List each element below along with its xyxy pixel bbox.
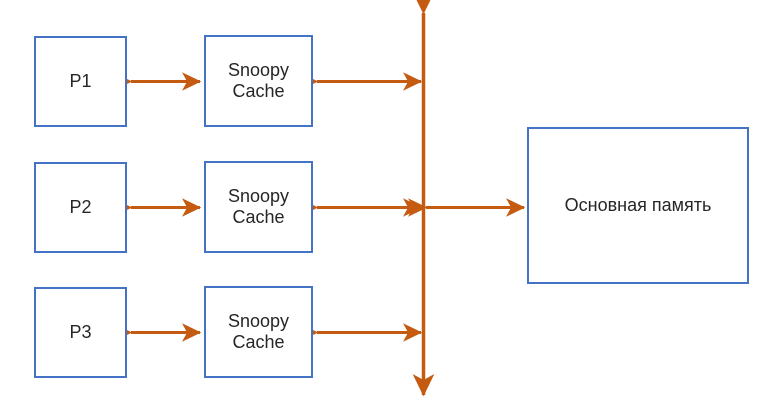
cache-box-2[interactable]: Snoopy Cache: [204, 161, 313, 253]
main-memory-label: Основная память: [564, 194, 712, 215]
cache-box-3[interactable]: Snoopy Cache: [204, 286, 313, 378]
processor-box-p1[interactable]: P1: [34, 36, 127, 127]
processor-label-p3: P3: [69, 321, 92, 342]
main-memory-box[interactable]: Основная память: [527, 127, 749, 284]
processor-label-p1: P1: [69, 70, 92, 91]
processor-box-p2[interactable]: P2: [34, 162, 127, 253]
processor-label-p2: P2: [69, 196, 92, 217]
cache-box-1[interactable]: Snoopy Cache: [204, 35, 313, 127]
processor-box-p3[interactable]: P3: [34, 287, 127, 378]
cache-label-3: Snoopy Cache: [227, 310, 290, 352]
cache-label-2: Snoopy Cache: [227, 185, 290, 227]
cache-label-1: Snoopy Cache: [227, 59, 290, 101]
